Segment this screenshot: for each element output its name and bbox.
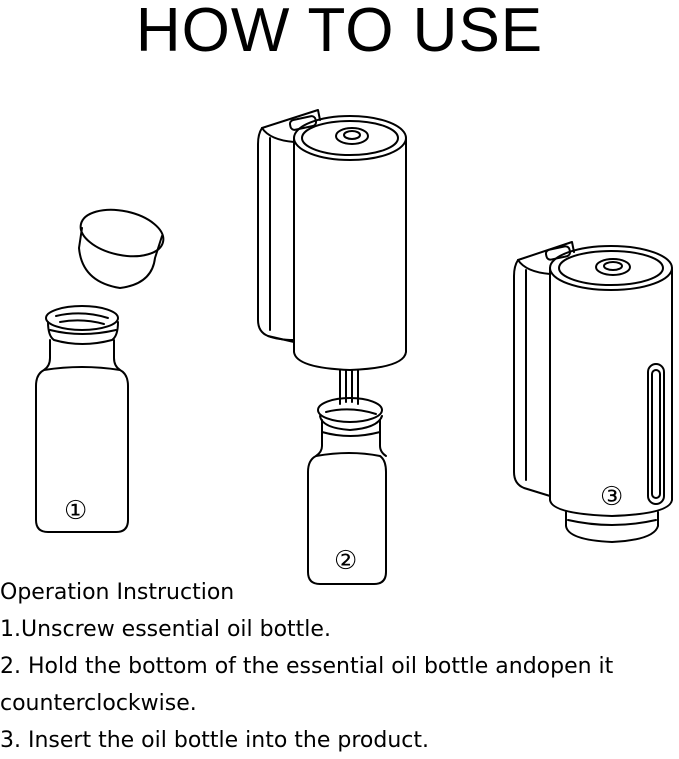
device-handle-icon [257, 109, 321, 343]
step-2-figure [257, 109, 407, 585]
bottle-cap-icon [78, 208, 165, 289]
usage-illustration [35, 109, 673, 585]
instructions-heading: Operation Instruction [0, 580, 235, 605]
operation-instructions: Operation Instruction 1.Unscrew essentia… [0, 574, 679, 759]
instruction-line-4: 3. Insert the oil bottle into the produc… [0, 728, 430, 753]
step-2-number: ② [334, 546, 358, 576]
bottle-icon [307, 397, 387, 585]
step-1-figure [35, 208, 165, 533]
step-3-figure [513, 241, 673, 543]
assembled-base-icon [565, 511, 659, 543]
assembled-body-icon [549, 245, 673, 517]
bottle-body-icon [35, 366, 129, 533]
bottle-neck-icon [43, 305, 121, 371]
instruction-line-3: counterclockwise. [0, 691, 197, 716]
instruction-line-1: 1.Unscrew essential oil bottle. [0, 617, 331, 642]
page-title: HOW TO USE [135, 0, 544, 65]
instruction-line-2: 2. Hold the bottom of the essential oil … [0, 654, 614, 679]
assembled-handle-icon [513, 241, 575, 497]
step-1-number: ① [64, 496, 88, 526]
device-body-icon [293, 115, 407, 371]
step-3-number: ③ [600, 482, 624, 512]
